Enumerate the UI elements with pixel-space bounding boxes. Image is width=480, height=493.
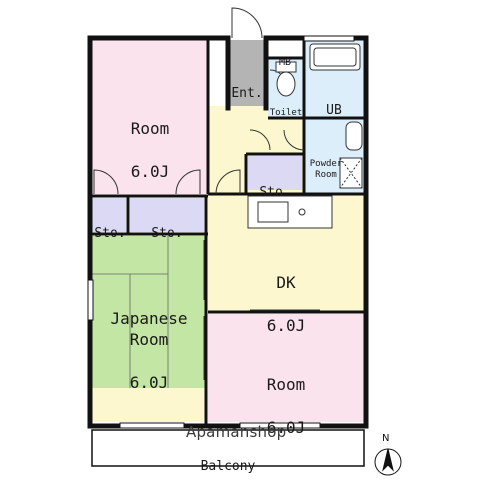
powder-room-name: Powder Room bbox=[309, 158, 343, 180]
japanese-room-fill bbox=[92, 236, 206, 388]
compass-arrow bbox=[374, 448, 402, 476]
storage-left-fill bbox=[92, 198, 126, 232]
ub-name: UB bbox=[326, 102, 342, 118]
toilet-label: Toilet bbox=[268, 97, 304, 129]
balcony-label: Balcony bbox=[92, 440, 364, 493]
washbasin bbox=[339, 121, 363, 189]
japanese-room-label: Japanese Room 6.0J bbox=[92, 286, 206, 416]
tatami-lines bbox=[92, 236, 169, 388]
powder-room-label: Powder Room bbox=[304, 148, 348, 191]
dk-name: DK bbox=[276, 272, 296, 292]
japanese-room-size: 6.0J bbox=[129, 373, 169, 393]
room-se-label: Room 6.0J bbox=[208, 352, 364, 460]
storage-mid-label: Sto. bbox=[130, 207, 204, 260]
room-se-name: Room bbox=[266, 374, 306, 394]
watermark: Apamanshop bbox=[186, 423, 287, 441]
room-nw-name: Room bbox=[130, 118, 170, 138]
room-nw-fill bbox=[92, 40, 208, 194]
mb-label: MB bbox=[268, 42, 302, 83]
balcony-outline bbox=[91, 429, 365, 467]
japanese-room-name: Japanese Room bbox=[110, 308, 188, 350]
storage-hall-label: Sto. bbox=[248, 166, 302, 219]
toilet-name: Toilet bbox=[269, 107, 303, 118]
storage-hall-fill bbox=[248, 156, 302, 190]
room-nw-size: 6.0J bbox=[130, 161, 170, 181]
ub-label: UB bbox=[304, 84, 364, 137]
entrance-fill bbox=[228, 40, 266, 106]
interior-walls bbox=[92, 40, 366, 424]
balcony-name: Balcony bbox=[200, 458, 256, 474]
door-swings bbox=[93, 7, 320, 380]
windows bbox=[87, 35, 355, 429]
bathtub bbox=[309, 43, 361, 71]
room-se-fill bbox=[208, 314, 364, 422]
mb-fill bbox=[268, 40, 302, 58]
dk-size: 6.0J bbox=[266, 315, 306, 335]
floor-plan bbox=[87, 7, 402, 476]
mb-name: MB bbox=[278, 56, 292, 68]
storage-mid-fill bbox=[130, 198, 204, 232]
room-nw-label: Room 6.0J bbox=[92, 96, 208, 204]
japanese-room-lower-fill bbox=[92, 388, 206, 422]
storage-mid-name: Sto. bbox=[151, 225, 183, 241]
compass-label: N bbox=[382, 433, 390, 444]
entrance-name: Ent. bbox=[231, 85, 263, 101]
storage-hall-name: Sto. bbox=[259, 184, 291, 200]
toilet-fixture bbox=[275, 61, 297, 97]
kitchen-counter bbox=[247, 195, 333, 229]
storage-left-name: Sto. bbox=[94, 225, 126, 241]
dk-label: DK 6.0J bbox=[208, 250, 364, 358]
entrance-label: Ent. bbox=[228, 67, 266, 120]
room-se-size: 6.0J bbox=[266, 417, 306, 437]
storage-left-label: Sto. bbox=[92, 207, 128, 260]
